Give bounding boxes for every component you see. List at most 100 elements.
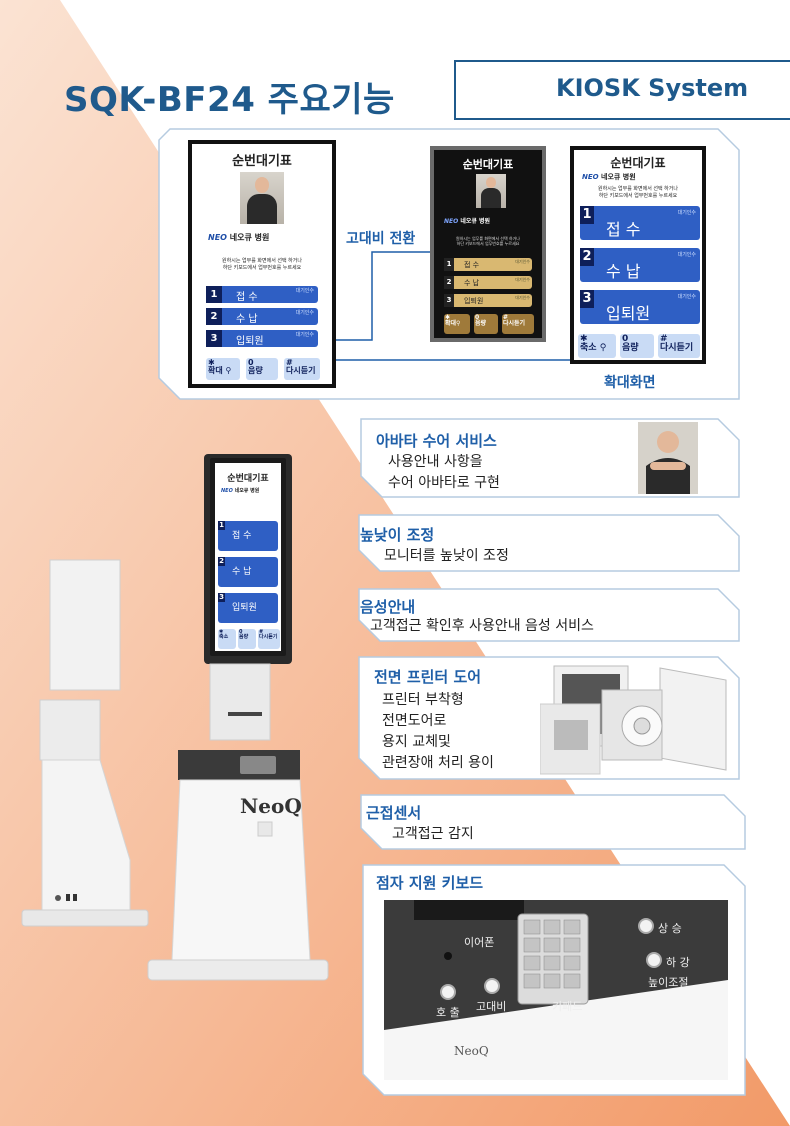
screen-title: 순번대기표 <box>232 154 292 169</box>
key-label: 음량 <box>475 320 487 328</box>
key-symbol: ✱ <box>445 314 451 321</box>
menu-button-admission[interactable]: 3 입퇴원 대기인수 <box>206 330 318 347</box>
zoom-in-key[interactable]: ✱ 확대 ⚲ <box>206 358 240 380</box>
replay-key[interactable]: # 다시듣기 <box>258 629 280 649</box>
menu-label: 입퇴원 <box>464 297 484 305</box>
normal-screen: 순번대기표 NEO 네오큐 병원 원하시는 업무를 화면에서 선택 하거나 하단… <box>188 140 336 388</box>
hospital-brand: NEO 네오큐 병원 <box>444 216 490 225</box>
feature-panel-height <box>358 514 740 572</box>
screen-title: 순번대기표 <box>462 158 514 171</box>
wait-count-label: 대기인수 <box>295 310 314 316</box>
instruction-text: 원하시는 업무를 화면에서 선택 하거나 하단 키보드에서 업무번호를 누르세요 <box>192 258 332 272</box>
menu-button-payment[interactable]: 2 수 납 대기인수 <box>444 276 532 289</box>
height-down-button[interactable] <box>646 952 662 968</box>
wait-count-label: 대기인수 <box>677 252 696 258</box>
feature-desc-line: 용지 교체및 <box>382 734 451 750</box>
feature-panel-voice <box>358 588 740 642</box>
key-symbol: # <box>660 334 668 344</box>
key-label: 다시듣기 <box>259 634 278 641</box>
call-label: 호 출 <box>436 1006 460 1019</box>
hospital-brand: NEO 네오큐 병원 <box>582 172 636 182</box>
call-button[interactable] <box>440 984 456 1000</box>
zoom-out-key[interactable]: ✱ 축소 <box>218 629 236 649</box>
kiosk-monitor-screen: 순번대기표 NEO 네오큐 병원 1 접 수 2 수 납 3 입퇴원 ✱ 축소 … <box>210 458 286 656</box>
key-symbol: # <box>286 358 293 367</box>
page-title: SQK-BF24 주요기능 <box>64 80 395 120</box>
key-label: 확대 <box>208 366 223 376</box>
hospital-name: 네오큐 병원 <box>601 173 636 181</box>
key-symbol: # <box>259 629 264 635</box>
key-label: 음량 <box>248 366 263 376</box>
contrast-button[interactable] <box>484 978 500 994</box>
height-up-button[interactable] <box>638 918 654 934</box>
menu-label: 수 납 <box>606 262 641 281</box>
kiosk-brand-logo: NeoQ <box>240 794 302 818</box>
contrast-label: 고대비 <box>476 1000 507 1013</box>
hospital-brand: NEO 네오큐 병원 <box>208 232 269 243</box>
neo-logo: NEO <box>444 218 459 225</box>
menu-button-payment[interactable]: 2 수 납 대기인수 <box>580 248 700 282</box>
up-label: 상 승 <box>658 922 682 935</box>
menu-number: 3 <box>580 290 594 308</box>
menu-button-admission[interactable]: 3 입퇴원 대기인수 <box>580 290 700 324</box>
key-symbol: 0 <box>622 334 629 344</box>
wait-count-label: 대기인수 <box>515 277 530 282</box>
volume-key[interactable]: 0 음량 <box>246 358 278 380</box>
volume-key[interactable]: 0 음량 <box>238 629 256 649</box>
feature-desc-line: 모니터를 높낮이 조정 <box>384 548 509 564</box>
volume-key[interactable]: 0 음량 <box>620 334 654 358</box>
menu-button-reception[interactable]: 1 접 수 대기인수 <box>580 206 700 240</box>
menu-label: 수 납 <box>236 314 258 325</box>
menu-button-admission[interactable]: 3 입퇴원 대기인수 <box>444 294 532 307</box>
zoom-out-key[interactable]: ✱ 축소 ⚲ <box>578 334 616 358</box>
wait-count-label: 대기인수 <box>295 288 314 294</box>
wait-count-label: 대기인수 <box>677 210 696 216</box>
instruction-text: 원하시는 업무를 화면에서 선택 하거나 하단 키보드에서 업무번호를 누르세요 <box>574 186 702 200</box>
menu-button-reception[interactable]: 1 접 수 대기인수 <box>206 286 318 303</box>
wait-count-label: 대기인수 <box>515 259 530 264</box>
instruction-line: 하단 키보드에서 업무번호를 누르세요 <box>222 264 302 271</box>
volume-key[interactable]: 0 음량 <box>474 314 498 334</box>
instruction-line: 원하시는 업무를 화면에서 선택 하거나 <box>222 258 302 264</box>
feature-desc-line: 고객접근 감지 <box>392 826 474 842</box>
feature-title: 음성안내 <box>360 598 416 616</box>
menu-number: 1 <box>218 521 225 530</box>
magnifier-icon: ⚲ <box>599 343 607 354</box>
replay-key[interactable]: # 다시듣기 <box>658 334 700 358</box>
menu-label: 수 납 <box>232 567 252 577</box>
replay-key[interactable]: # 다시듣기 <box>502 314 534 334</box>
high-contrast-screen: 순번대기표 NEO 네오큐 병원 원하시는 업무를 화면에서 선택 하거나 하단… <box>430 146 546 342</box>
key-label: 축소 <box>219 634 229 641</box>
hospital-name: 네오큐 병원 <box>460 218 491 225</box>
menu-number: 1 <box>444 258 454 271</box>
feature-desc-line: 고객접근 확인후 사용안내 음성 서비스 <box>370 618 594 634</box>
keyboard-brand-logo: NeoQ <box>454 1044 489 1058</box>
zoom-in-key[interactable]: ✱ 확대⚲ <box>444 314 470 334</box>
key-symbol: 0 <box>475 314 480 321</box>
kiosk-illustration <box>21 454 329 981</box>
menu-number: 3 <box>444 294 454 307</box>
zoom-screen-label: 확대화면 <box>604 375 656 391</box>
sign-language-avatar <box>240 172 284 224</box>
key-symbol: # <box>503 314 509 321</box>
menu-number: 1 <box>206 286 222 303</box>
menu-button-payment[interactable]: 2 수 납 <box>218 557 278 587</box>
menu-button-reception[interactable]: 1 접 수 대기인수 <box>444 258 532 271</box>
hospital-name: 네오큐 병원 <box>234 488 260 494</box>
wait-count-label: 대기인수 <box>515 295 530 300</box>
replay-key[interactable]: # 다시듣기 <box>284 358 320 380</box>
feature-desc: 모니터를 높낮이 조정 <box>384 546 509 567</box>
menu-label: 접 수 <box>606 220 641 239</box>
sign-language-avatar-photo <box>638 422 698 494</box>
menu-button-admission[interactable]: 3 입퇴원 <box>218 593 278 623</box>
key-label: 다시듣기 <box>286 366 316 376</box>
screen-title: 순번대기표 <box>227 474 269 484</box>
key-label: 확대 <box>445 320 457 328</box>
menu-number: 3 <box>206 330 222 347</box>
key-label: 다시듣기 <box>660 343 694 354</box>
menu-button-payment[interactable]: 2 수 납 대기인수 <box>206 308 318 325</box>
feature-panel-proximity <box>360 794 746 850</box>
menu-button-reception[interactable]: 1 접 수 <box>218 521 278 551</box>
feature-title: 전면 프린터 도어 <box>374 668 482 686</box>
hospital-brand: NEO 네오큐 병원 <box>221 487 259 494</box>
